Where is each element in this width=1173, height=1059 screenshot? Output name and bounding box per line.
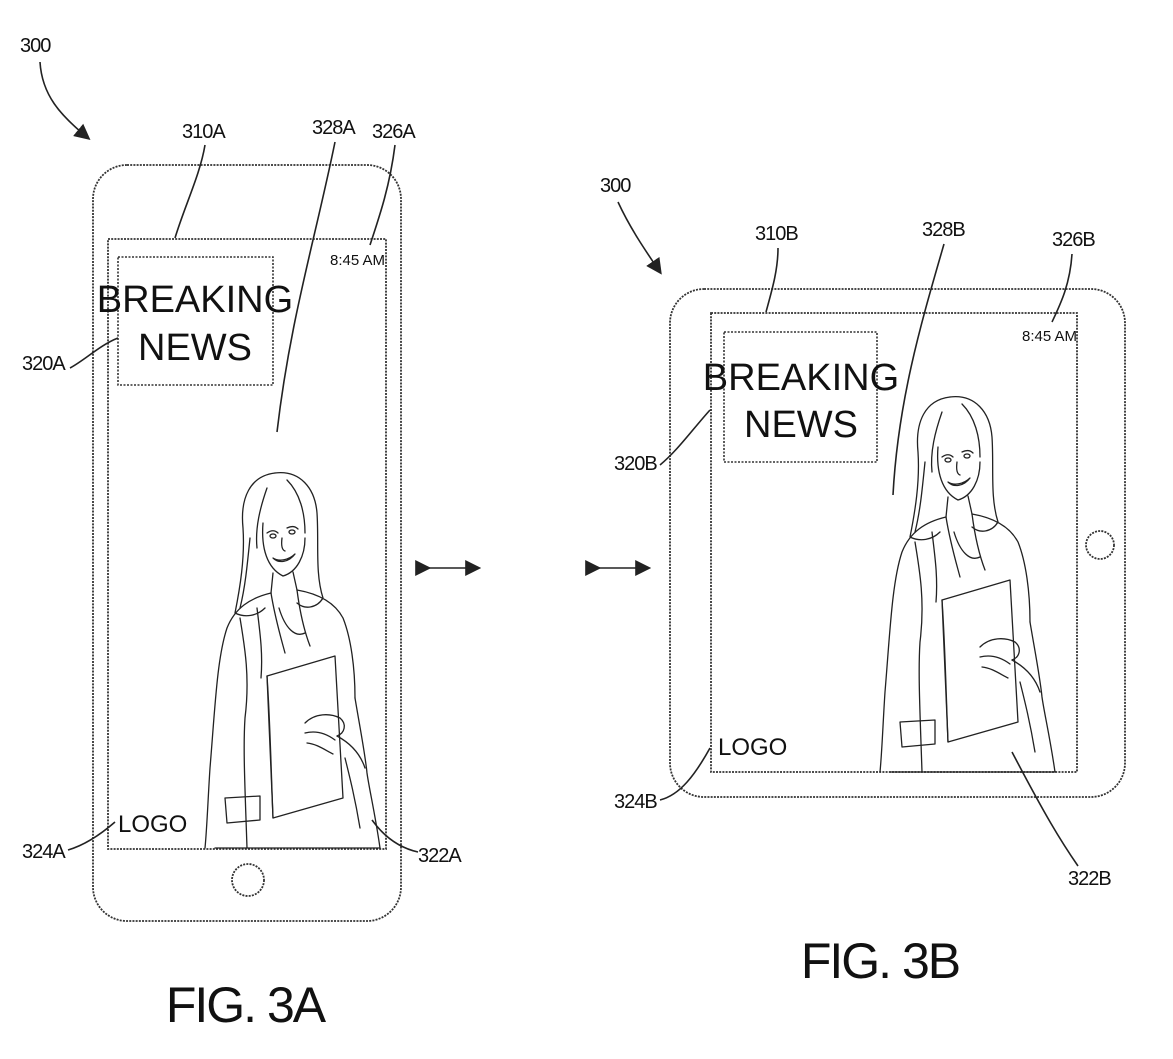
banner-ref-label: 320A [22,353,66,375]
time-ref-leader [1051,253,1073,323]
time-ref-label: 326A [372,121,416,143]
banner-ref-leader [69,337,119,369]
screen-ref-label: 310B [755,223,798,245]
banner-line-1: BREAKING [97,279,293,321]
device-ref-label: 300 [20,35,51,57]
figure-3a: 300 8:45 AM BREAKING NEWS LOGO 310A 328A… [20,35,463,1033]
screen-ref-leader [765,247,779,313]
news-presenter-illustration [879,396,1056,773]
breaking-news-banner [723,331,878,463]
content-ref-leader [276,141,336,433]
content-ref-leader [892,243,945,496]
logo-ref-leader [659,747,711,801]
phone-screen [107,238,387,850]
logo-ref-label: 324B [614,791,657,813]
time-display: 8:45 AM [1022,328,1077,345]
device-ref-label: 300 [600,175,631,197]
phone-device-body [92,164,402,922]
logo-ref-leader [67,821,116,851]
screen-ref-leader [174,144,206,239]
banner-ref-leader [659,409,711,466]
logo-text: LOGO [118,811,187,838]
screen-ref-label: 310A [182,121,226,143]
banner-line-1: BREAKING [703,357,899,399]
logo-ref-label: 324A [22,841,66,863]
news-presenter-illustration [204,472,381,849]
content-ref-label: 328B [922,219,965,241]
banner-line-2: NEWS [138,327,252,369]
tablet-device-body [669,288,1126,798]
presenter-ref-leader [1011,751,1079,867]
banner-ref-label: 320B [614,453,657,475]
time-display: 8:45 AM [330,252,385,269]
banner-line-2: NEWS [744,404,858,446]
figure-caption: FIG. 3A [166,977,327,1033]
device-ref-arrow [39,61,91,141]
presenter-ref-label: 322B [1068,868,1111,890]
time-ref-label: 326B [1052,229,1095,251]
time-ref-leader [369,144,396,246]
logo-text: LOGO [718,734,787,761]
home-button [1085,530,1115,560]
presenter-ref-label: 322A [418,845,462,867]
home-button [231,863,265,897]
figure-3b: 300 8:45 AM BREAKING NEWS LOGO 310B 328B… [600,175,1126,989]
content-ref-label: 328A [312,117,356,139]
breaking-news-banner [117,256,274,386]
presenter-ref-leader [371,819,419,853]
figure-caption: FIG. 3B [801,933,959,989]
device-ref-arrow [617,201,662,275]
